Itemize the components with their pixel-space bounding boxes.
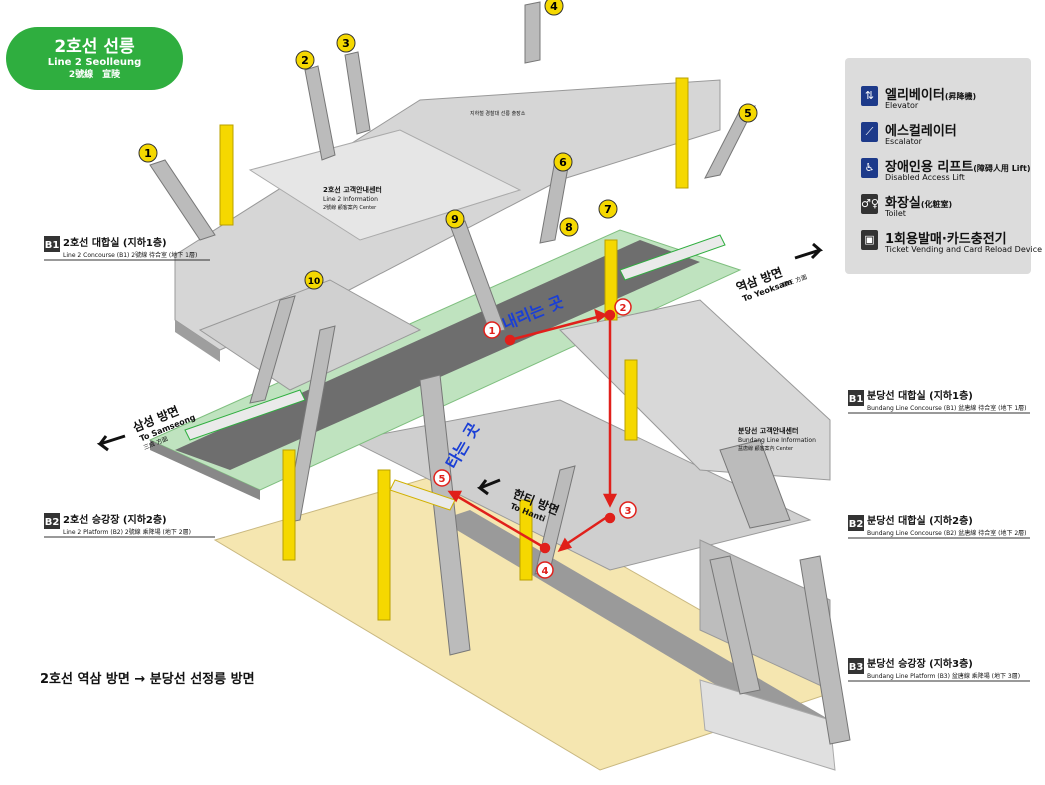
station-name-en: Line 2 Seolleung [6, 57, 183, 69]
legend-panel: ⇅ 엘리베이터(昇降機) Elevator ⟋ 에스컬레이터 Escalator… [845, 58, 1031, 274]
escalator-icon: ⟋ [861, 122, 878, 142]
station-title-badge: 2호선 선릉 Line 2 Seolleung 2號線 宣陵 [6, 27, 183, 90]
legend-toilet: ♂♀ 화장실(化粧室) Toilet [861, 192, 1031, 226]
wheelchair-icon: ♿ [861, 158, 878, 178]
legend-wheelchair: ♿ 장애인용 리프트(障碍人用 Lift) Disabled Access Li… [861, 156, 1031, 190]
legend-ticket-machine: ▣ 1회용발매·카드충전기 Ticket Vending and Card Re… [861, 228, 1031, 262]
elevator-icon: ⇅ [861, 86, 878, 106]
arrow-yeoksam [795, 244, 820, 258]
toilet-icon: ♂♀ [861, 194, 878, 214]
ticket-machine-icon: ▣ [861, 230, 878, 250]
arrow-samseong [100, 436, 125, 450]
station-name-hanja: 2號線 宣陵 [6, 69, 183, 81]
legend-escalator: ⟋ 에스컬레이터 Escalator [861, 120, 1031, 154]
legend-elevator: ⇅ 엘리베이터(昇降機) Elevator [861, 84, 1031, 118]
route-caption: 2호선 역삼 방면 → 분당선 선정릉 방면 [40, 668, 255, 687]
station-name-ko: 2호선 선릉 [6, 32, 183, 57]
